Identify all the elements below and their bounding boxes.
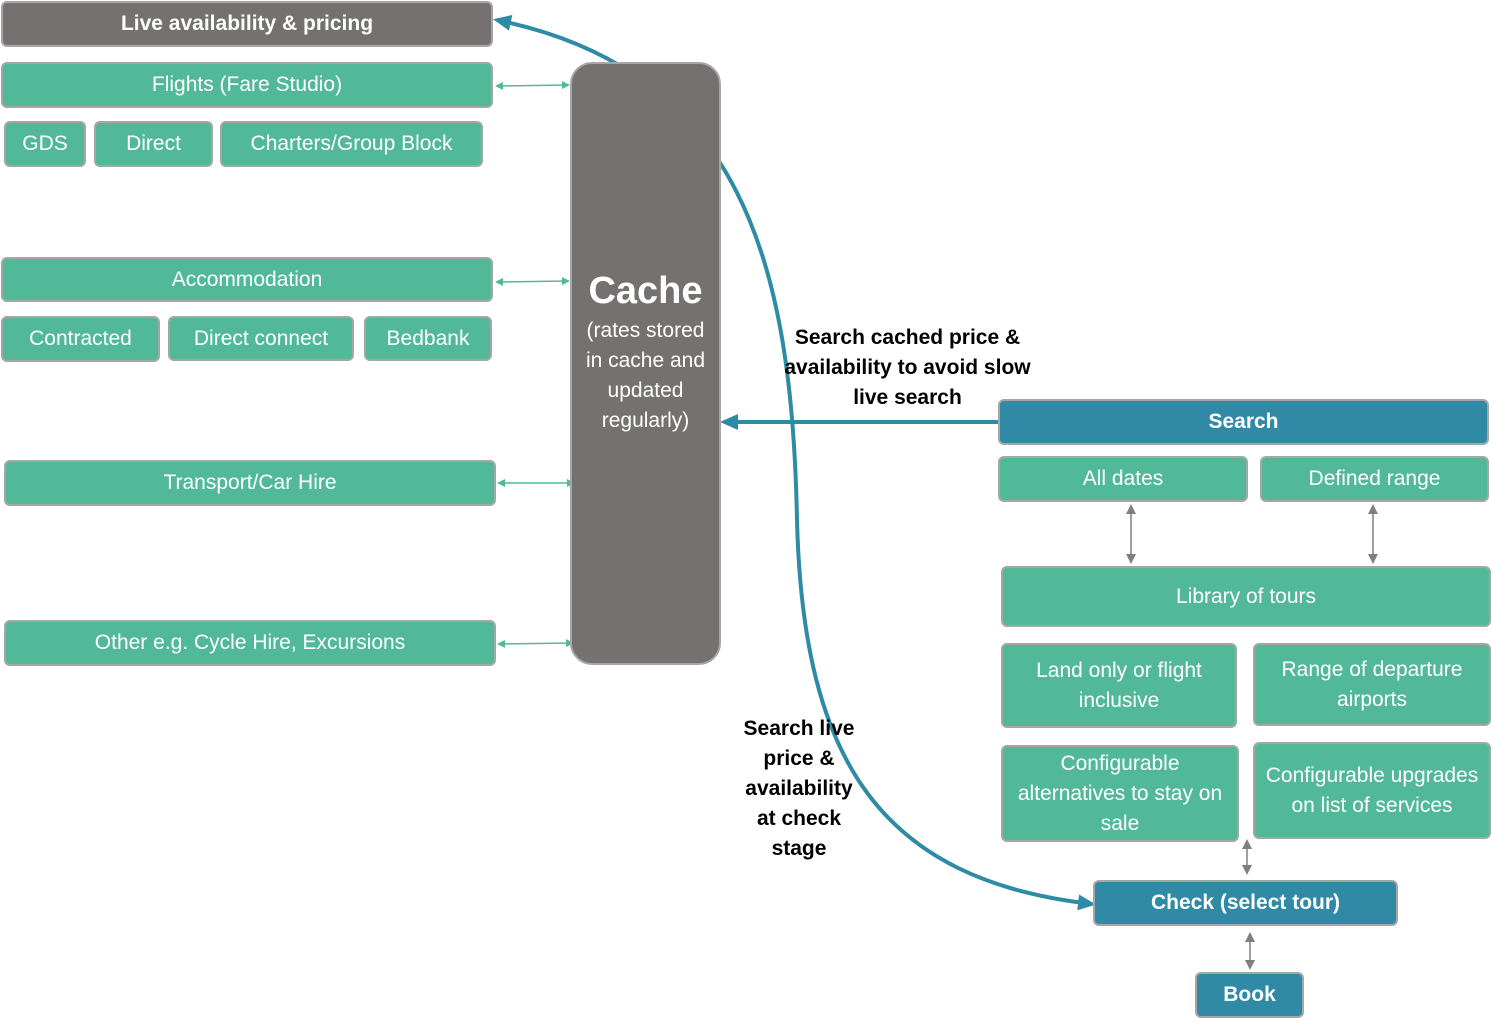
check-box: Check (select tour)	[1093, 880, 1398, 926]
other-cache-connector	[497, 639, 574, 648]
live-availability-header: Live availability & pricing	[1, 1, 493, 47]
cache-title: Cache	[588, 270, 703, 312]
upgrades-box: Configurable upgrades on list of service…	[1253, 742, 1491, 839]
land-only-box: Land only or flight inclusive	[1001, 643, 1237, 728]
flights-gds-box: GDS	[4, 121, 86, 167]
library-of-tours-box: Library of tours	[1001, 566, 1491, 627]
book-box: Book	[1195, 972, 1304, 1018]
other-box: Other e.g. Cycle Hire, Excursions	[4, 620, 496, 666]
cache-subtitle: (rates stored in cache and updated regul…	[585, 319, 706, 432]
alternatives-box: Configurable alternatives to stay on sal…	[1001, 745, 1239, 842]
flights-box: Flights (Fare Studio)	[1, 62, 493, 108]
live-search-annotation: Search live price & availability at chec…	[743, 717, 855, 860]
accommodation-cache-connector	[495, 277, 570, 286]
cached-search-annotation: Search cached price & availability to av…	[784, 326, 1031, 409]
flights-cache-connector	[495, 81, 570, 90]
accommodation-box: Accommodation	[1, 257, 493, 302]
departure-airports-box: Range of departure airports	[1253, 643, 1491, 726]
accommodation-direct-connect-box: Direct connect	[168, 316, 354, 361]
all-dates-box: All dates	[998, 456, 1248, 502]
accommodation-contracted-box: Contracted	[1, 316, 160, 362]
defined-range-box: Defined range	[1260, 456, 1489, 502]
flights-charters-box: Charters/Group Block	[220, 121, 483, 167]
transport-box: Transport/Car Hire	[4, 460, 496, 506]
search-box: Search	[998, 399, 1489, 445]
flights-direct-box: Direct	[94, 121, 213, 167]
accommodation-bedbank-box: Bedbank	[364, 316, 492, 361]
cache-box: Cache (rates stored in cache and updated…	[570, 62, 721, 665]
